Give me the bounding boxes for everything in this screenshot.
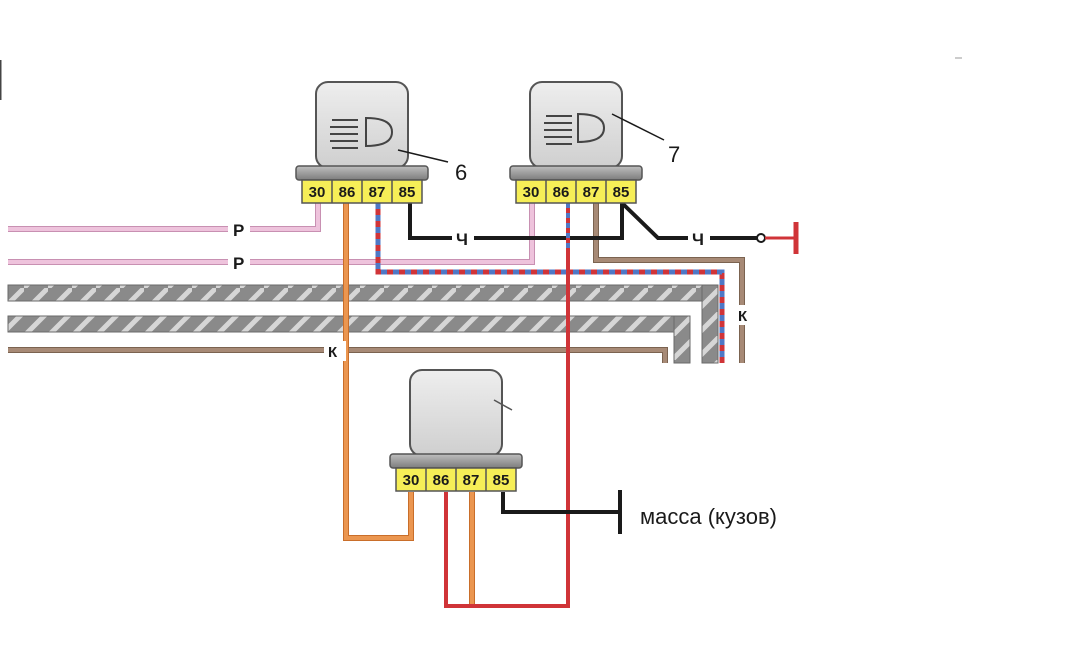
callout-line xyxy=(611,113,665,141)
relay-base xyxy=(509,165,643,181)
wire-red xyxy=(444,250,570,608)
ground-label: масса (кузов) xyxy=(640,504,777,529)
relay-body xyxy=(315,81,409,169)
wire-label-pink-bottom: Р xyxy=(233,254,244,273)
wire-black xyxy=(408,201,760,240)
pin-label: 85 xyxy=(399,184,416,201)
relay-body xyxy=(409,369,503,457)
callout-line xyxy=(493,399,513,411)
wire-red-blue xyxy=(375,203,725,363)
relay-body xyxy=(529,81,623,169)
pin-label: 86 xyxy=(553,184,570,201)
pin-label: 30 xyxy=(309,184,326,201)
harness-outer xyxy=(7,284,719,364)
callout-label: 6 xyxy=(455,160,467,185)
wire-label-black-mid: Ч xyxy=(456,230,468,249)
pin-label: 86 xyxy=(339,184,356,201)
pin-label: 87 xyxy=(463,472,480,489)
relay-7: 30 86 87 85 7 xyxy=(509,81,680,204)
relay-base xyxy=(295,165,429,181)
pin-label: 85 xyxy=(493,472,510,489)
wire-terminal xyxy=(756,233,766,243)
relay-6: 30 86 87 85 6 xyxy=(295,81,467,204)
headlight-icon xyxy=(544,112,606,145)
wire-label-pink-top: Р xyxy=(233,221,244,240)
pin-label: 87 xyxy=(369,184,386,201)
pin-label: 30 xyxy=(403,472,420,489)
pin-label: 30 xyxy=(523,184,540,201)
wire-label-black-right: Ч xyxy=(692,230,704,249)
pin-label: 86 xyxy=(433,472,450,489)
wire-orange xyxy=(343,203,475,606)
wire-ground xyxy=(501,492,620,514)
pin-label: 85 xyxy=(613,184,630,201)
headlight-icon xyxy=(330,116,394,149)
callout-line xyxy=(397,149,449,163)
callout-label: 7 xyxy=(668,142,680,167)
relay-extra: 30 86 87 85 xyxy=(389,369,523,492)
wire-label-brown-bottom: К xyxy=(328,344,338,361)
pin-label: 87 xyxy=(583,184,600,201)
relay-base xyxy=(389,453,523,469)
wire-pink xyxy=(8,203,535,265)
wire-label-brown-vertical: К xyxy=(738,308,748,325)
